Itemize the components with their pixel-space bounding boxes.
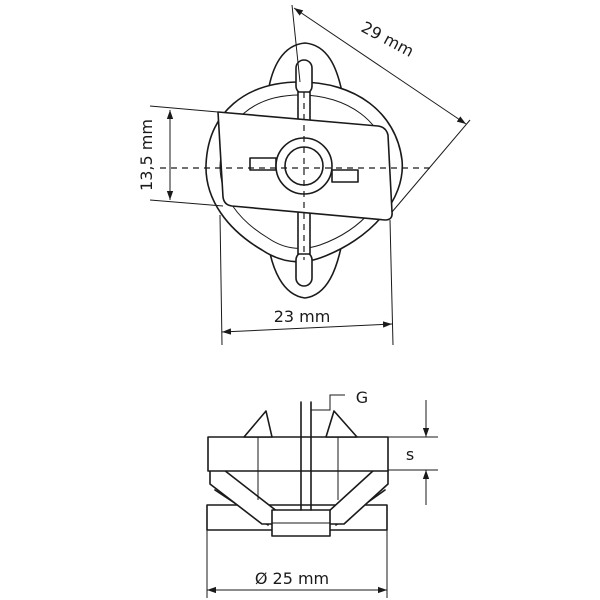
- hub-tab-right: [331, 169, 359, 183]
- main-block: [207, 436, 389, 472]
- g-label: G: [356, 388, 368, 407]
- dim-23-ext-right: [389, 219, 394, 346]
- dim-23-label: 23 mm: [274, 307, 331, 326]
- dim-29-ext-b: [391, 119, 471, 213]
- top-tab-left: [243, 410, 273, 438]
- dim-29-label: 29 mm: [358, 17, 417, 60]
- dim-13-5-ext-bottom: [149, 199, 224, 207]
- top-tab-right: [325, 410, 358, 438]
- dim-23-ext-left: [219, 214, 223, 346]
- dim-13-5-ext-top: [149, 105, 219, 113]
- g-leader: [311, 394, 345, 411]
- dim-23-line: [221, 321, 393, 335]
- dim-13-5-label: 13,5 mm: [137, 119, 156, 191]
- s-label: s: [406, 445, 414, 464]
- dia-25-label: Ø 25 mm: [255, 569, 329, 588]
- side-view: G s Ø 25 mm: [206, 388, 438, 598]
- top-view: 29 mm 13,5 mm 23 mm: [137, 4, 471, 346]
- dim-29-line: [293, 7, 467, 125]
